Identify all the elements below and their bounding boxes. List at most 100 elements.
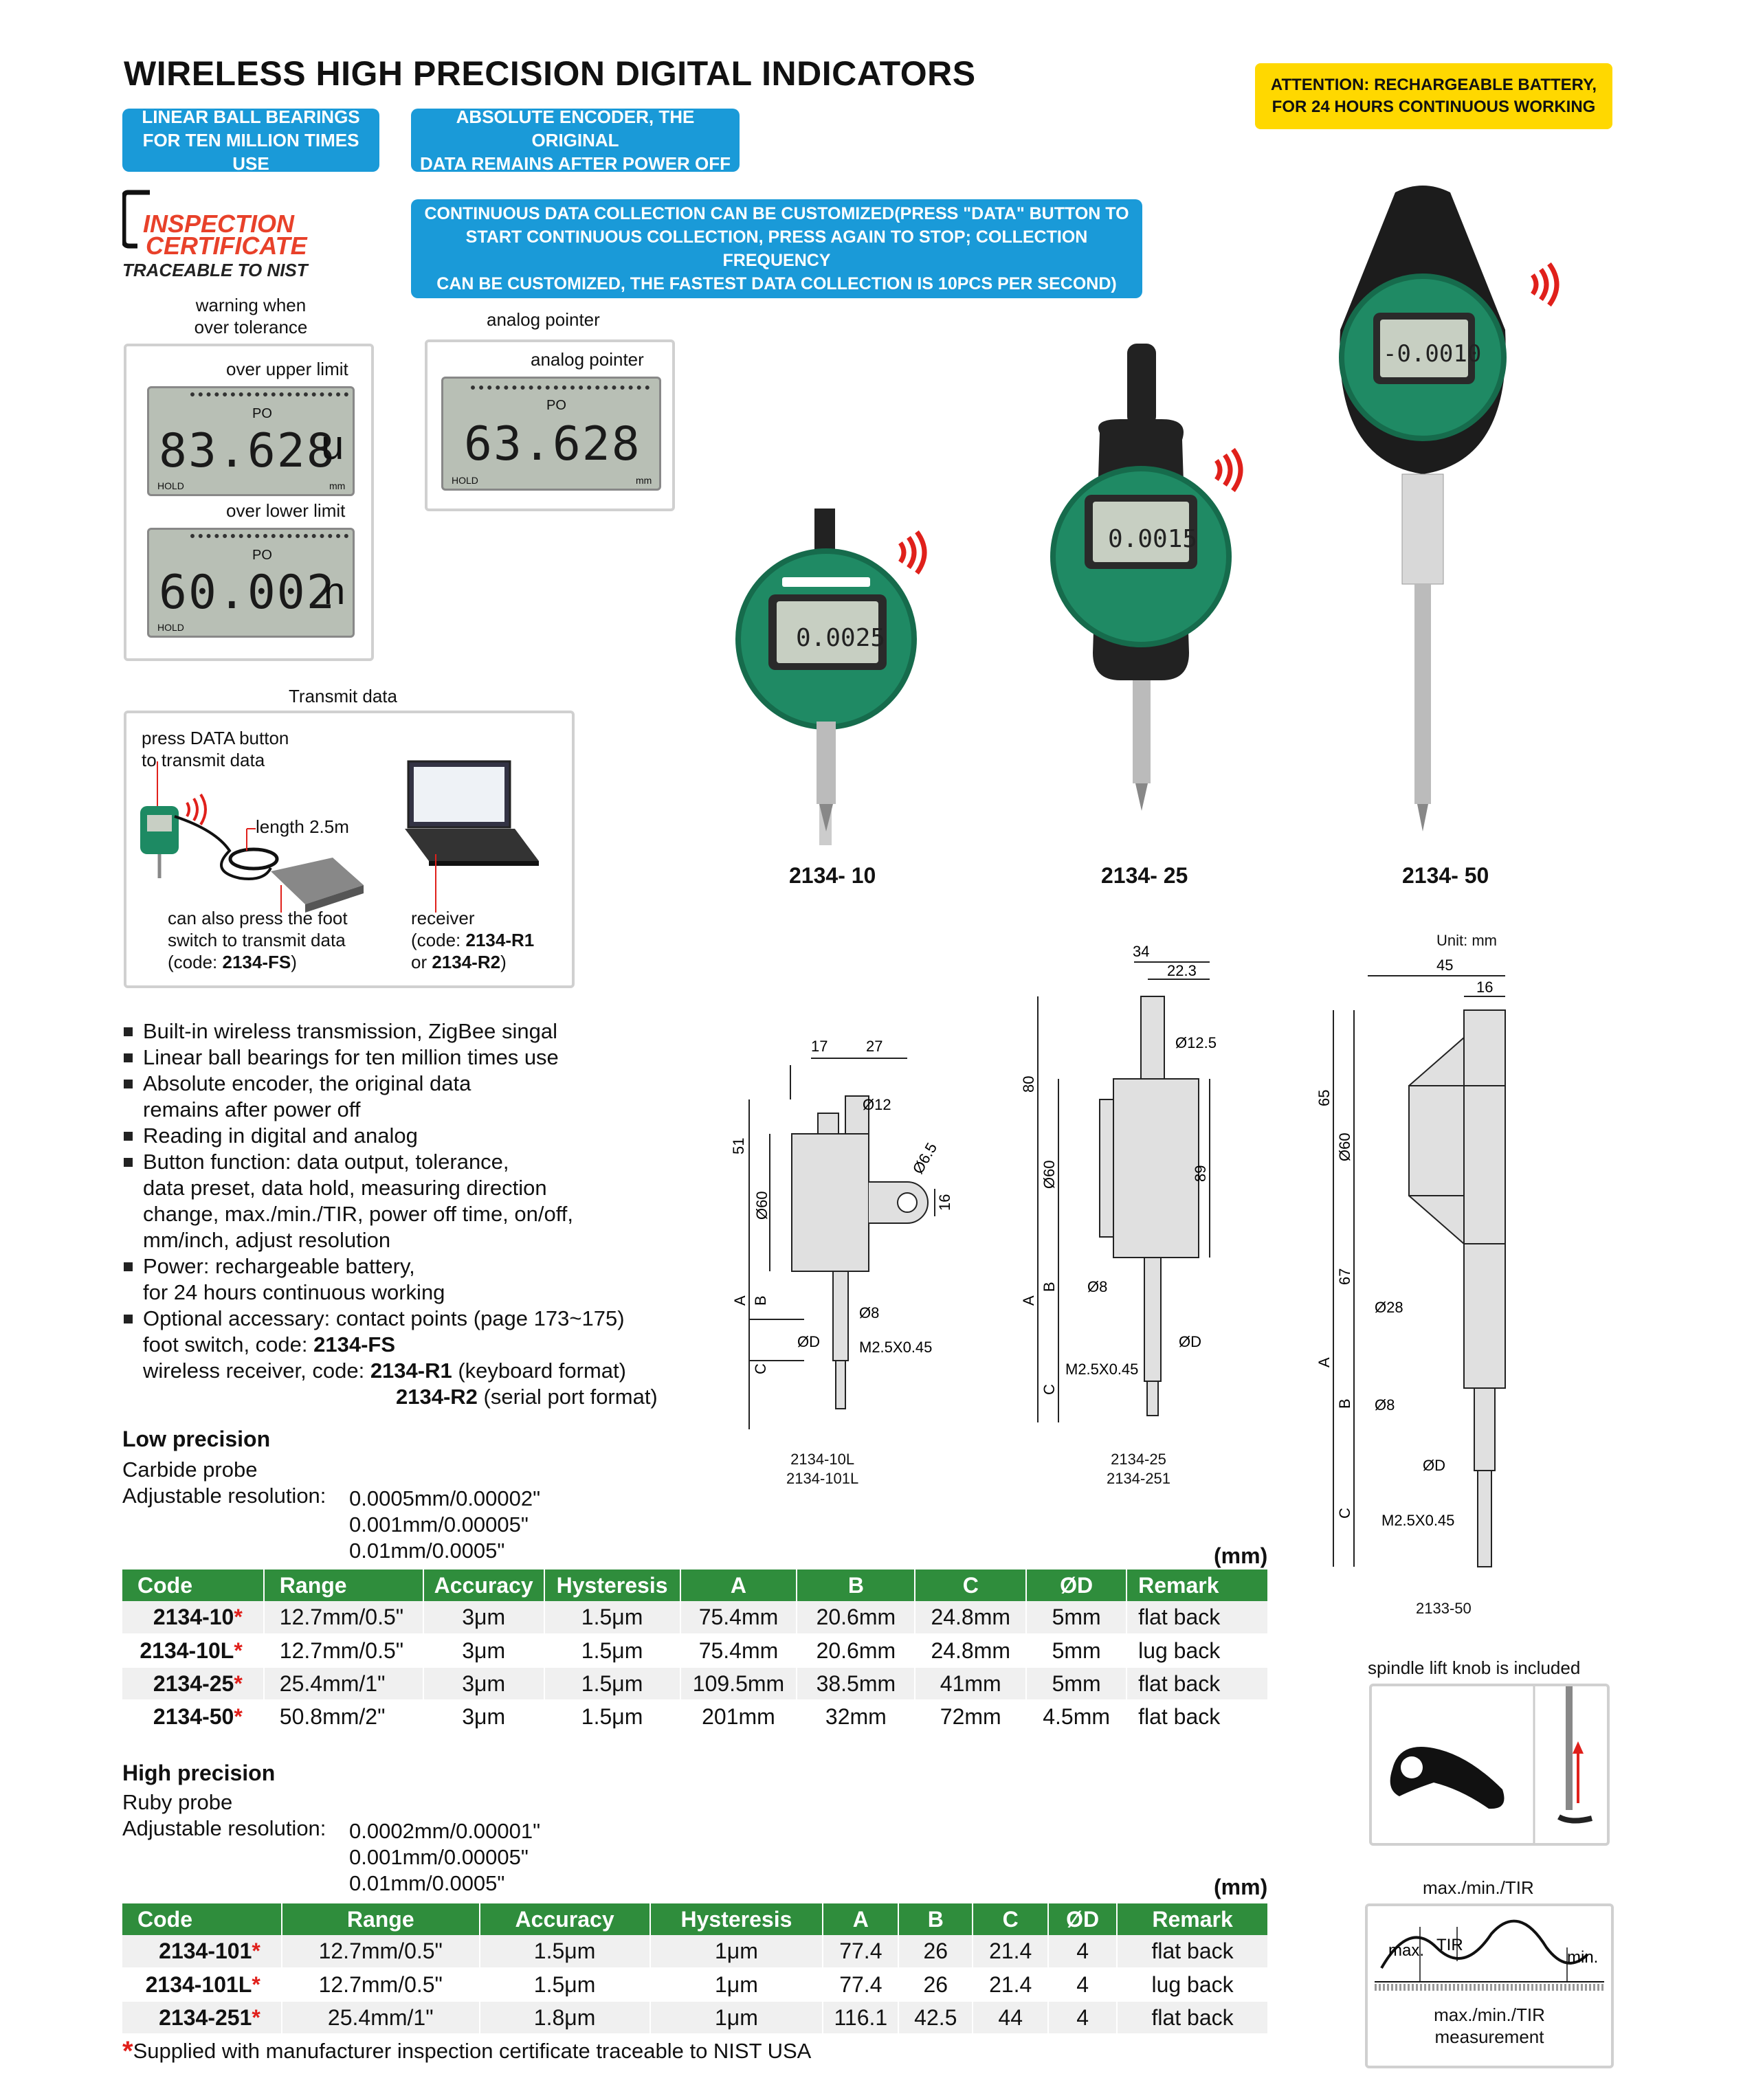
header-od: ØD <box>1048 1903 1118 1935</box>
drawing-2133-50-label: 2133-50 <box>1416 1600 1472 1617</box>
svg-text:B: B <box>1336 1398 1353 1409</box>
svg-text:ØD: ØD <box>1423 1457 1445 1474</box>
header-code: Code <box>122 1903 282 1935</box>
header-remark: Remark <box>1126 1570 1269 1601</box>
transmit-caption: Transmit data <box>289 686 397 706</box>
high-res-values: 0.0002mm/0.00001"0.001mm/0.00005"0.01mm/… <box>349 1819 541 1895</box>
tir-illustration: max. TIR min. <box>1375 1919 1604 1991</box>
header-accuracy: Accuracy <box>423 1570 545 1601</box>
footnote: *Supplied with manufacturer inspection c… <box>122 2036 812 2066</box>
feature-item: Optional accessary: contact points (page… <box>121 1306 691 1410</box>
transmit-illustration <box>140 760 539 913</box>
svg-text:34: 34 <box>1133 943 1149 960</box>
model-2134-50: 2134- 50 <box>1402 863 1489 888</box>
header-hysteresis: Hysteresis <box>544 1570 681 1601</box>
svg-text:C: C <box>1041 1384 1058 1395</box>
header-a: A <box>680 1570 798 1601</box>
low-probe: Carbide probe <box>122 1457 258 1482</box>
feature-list: Built-in wireless transmission, ZigBee s… <box>121 1018 691 1410</box>
drawing-2134-10: 17 27 Ø12 51 Ø60 Ø6.5 16 Ø8 A B C ØD M2.… <box>730 1038 953 1429</box>
analog-panel: analog pointer PO 63.628 HOLD mm <box>425 339 675 511</box>
svg-text:C: C <box>1336 1508 1353 1519</box>
analog-lcd: PO 63.628 HOLD mm <box>441 377 661 491</box>
svg-text:51: 51 <box>730 1138 747 1154</box>
inspection-certificate-logo: INSPECTION CERTIFICATE TRACEABLE TO NIST <box>121 190 329 280</box>
svg-text:Ø8: Ø8 <box>859 1304 879 1321</box>
feature-item: Reading in digital and analog <box>121 1123 691 1149</box>
high-precision-table: Code Range Accuracy Hysteresis A B C ØD … <box>122 1903 1269 2035</box>
feature-item: Built-in wireless transmission, ZigBee s… <box>121 1018 691 1045</box>
indicator-2134-10: 0.0025 <box>735 509 927 845</box>
low-res-values: 0.0005mm/0.00002"0.001mm/0.00005"0.01mm/… <box>349 1486 541 1563</box>
lower-limit-label: over lower limit <box>226 500 346 521</box>
svg-text:Ø60: Ø60 <box>1336 1132 1353 1161</box>
unit-label: Unit: mm <box>1436 932 1497 949</box>
receiver-label: receiver (code: 2134-R1 or 2134-R2) <box>411 908 535 972</box>
low-unit: (mm) <box>1214 1543 1268 1568</box>
feature-item: Button function: data output, tolerance,… <box>121 1149 691 1253</box>
svg-text:CERTIFICATE: CERTIFICATE <box>146 232 308 260</box>
header-accuracy: Accuracy <box>479 1903 651 1935</box>
svg-text:65: 65 <box>1316 1090 1333 1106</box>
lower-limit-lcd: PO 60.002 n HOLD <box>147 528 355 638</box>
header-b: B <box>898 1903 974 1935</box>
svg-text:max.: max. <box>1388 1941 1424 1960</box>
svg-text:17: 17 <box>811 1038 828 1055</box>
svg-text:M2.5X0.45: M2.5X0.45 <box>859 1339 932 1356</box>
analog-caption: analog pointer <box>487 309 600 330</box>
svg-text:INSPECTION: INSPECTION <box>143 210 295 238</box>
svg-text:16: 16 <box>936 1194 953 1211</box>
model-2134-25: 2134- 25 <box>1101 863 1188 888</box>
high-res-label: Adjustable resolution: <box>122 1816 326 1840</box>
svg-text:B: B <box>752 1295 769 1306</box>
svg-text:A: A <box>731 1295 748 1306</box>
svg-text:M2.5X0.45: M2.5X0.45 <box>1381 1512 1454 1529</box>
product-illustrations: 0.0025 0.0015 -0.0010 <box>735 186 1559 845</box>
upper-limit-lcd: PO 83.628 u HOLD mm <box>147 386 355 496</box>
svg-text:B: B <box>1041 1282 1058 1292</box>
svg-text:27: 27 <box>866 1038 882 1055</box>
knob-caption: spindle lift knob is included <box>1368 1657 1581 1678</box>
header-code: Code <box>122 1570 265 1601</box>
svg-text:C: C <box>752 1363 769 1374</box>
svg-text:TIR: TIR <box>1436 1936 1463 1954</box>
feature-item: Linear ball bearings for ten million tim… <box>121 1045 691 1071</box>
reading-2134-25: 0.0015 <box>1108 525 1197 553</box>
reading-2134-50: -0.0010 <box>1383 340 1481 368</box>
svg-text:Ø28: Ø28 <box>1375 1299 1403 1316</box>
header-remark: Remark <box>1117 1903 1269 1935</box>
svg-text:Ø12.5: Ø12.5 <box>1175 1034 1217 1051</box>
tolerance-panel: over upper limit PO 83.628 u HOLD mm ove… <box>124 344 374 661</box>
svg-text:80: 80 <box>1020 1076 1037 1093</box>
svg-text:67: 67 <box>1336 1269 1353 1285</box>
foot-switch-label: can also press the foot switch to transm… <box>168 908 348 972</box>
header-od: ØD <box>1026 1570 1128 1601</box>
svg-text:TRACEABLE TO NIST: TRACEABLE TO NIST <box>122 260 309 279</box>
reading-2134-10: 0.0025 <box>796 624 885 652</box>
drawing-2134-50: 45 16 65 Ø60 67 Ø28 A B Ø8 ØD C M2.5X0.4… <box>1316 957 1506 1567</box>
svg-text:Ø60: Ø60 <box>1041 1160 1058 1189</box>
svg-text:Ø6.5: Ø6.5 <box>909 1140 941 1177</box>
header-c: C <box>973 1903 1050 1935</box>
indicator-2134-25: 0.0015 <box>1050 344 1243 811</box>
cable-length-label: length 2.5m <box>256 816 349 837</box>
svg-text:Ø60: Ø60 <box>753 1191 770 1220</box>
svg-text:Ø12: Ø12 <box>863 1096 891 1113</box>
svg-text:min.: min. <box>1567 1948 1598 1967</box>
knob-illustration <box>1390 1686 1593 1843</box>
low-precision-heading: Low precision <box>122 1427 271 1451</box>
low-res-label: Adjustable resolution: <box>122 1484 326 1508</box>
svg-text:Ø8: Ø8 <box>1375 1396 1395 1414</box>
low-precision-table: Code Range Accuracy Hysteresis A B C ØD … <box>122 1570 1269 1734</box>
